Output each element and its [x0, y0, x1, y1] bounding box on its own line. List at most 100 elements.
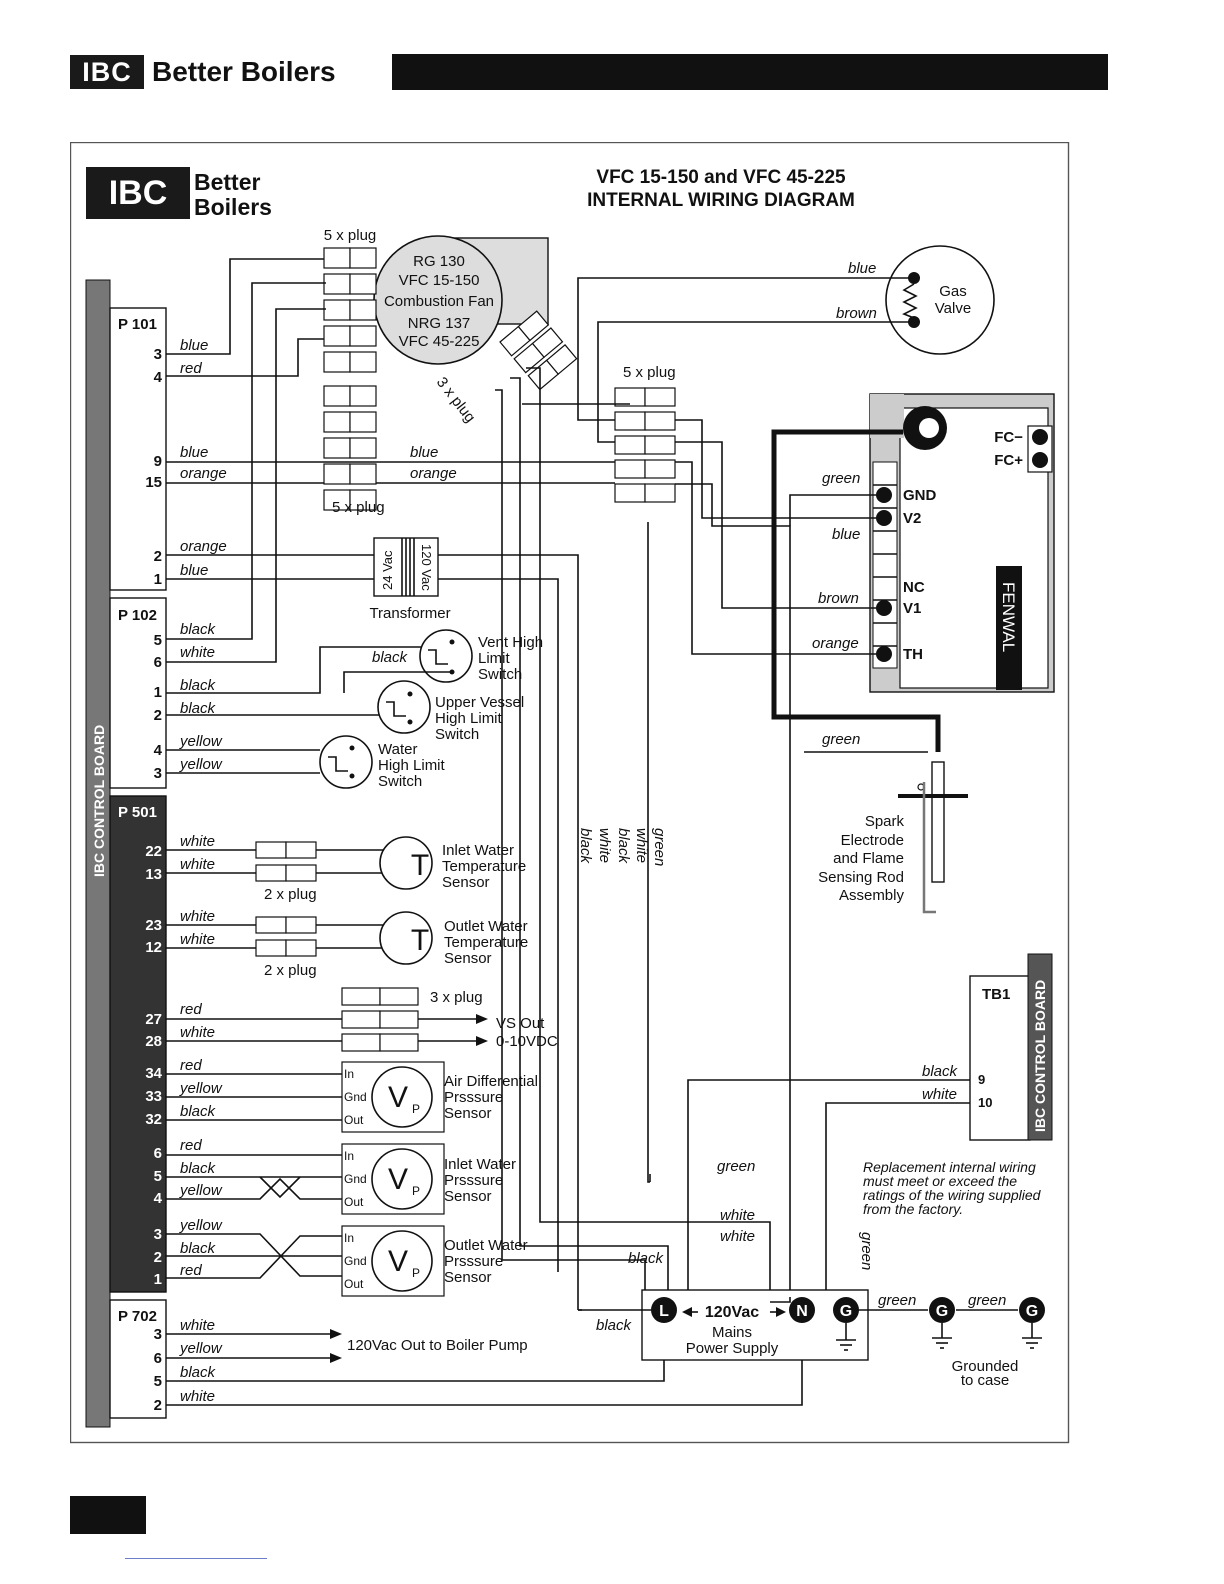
fan-plug-5 [323, 247, 377, 373]
outlet-temp-line: Outlet Water [444, 918, 528, 935]
upper-switch-line: Upper Vessel [435, 694, 524, 711]
tb1-pin10: 10 [978, 1095, 992, 1110]
pin-label: 2 [154, 707, 162, 724]
gas-valve-line2: Valve [935, 300, 971, 317]
tb1-name: TB1 [982, 986, 1010, 1003]
tb1-pin9: 9 [978, 1072, 985, 1087]
inlet-press-line: Prsssure [444, 1172, 503, 1189]
water-switch-line: Water [378, 741, 417, 758]
wire-label: orange [180, 465, 227, 482]
wire-label: white [180, 833, 215, 850]
diagram-logo: IBC Better Boilers [86, 167, 272, 220]
brand-name: Better Boilers [152, 56, 336, 87]
fenwal-fc-minus: FC− [994, 429, 1023, 446]
wire-label: green [968, 1292, 1006, 1309]
ground-g: G [936, 1303, 948, 1320]
wire-label: black [180, 1364, 217, 1381]
diagram-title-line1: VFC 15-150 and VFC 45-225 [596, 167, 846, 188]
fenwal-gnd: GND [903, 487, 937, 504]
spark-line: Spark [865, 813, 905, 830]
pin-label: 23 [145, 917, 162, 934]
transformer-primary: 24 Vac [380, 550, 395, 590]
wire-label: orange [812, 635, 859, 652]
connector-p101: P 101 3 4 9 15 2 1 [109, 307, 167, 591]
page-header: IBC Better Boilers [70, 52, 1110, 92]
wire-label: yellow [179, 1080, 223, 1097]
wire-label: black [615, 828, 632, 865]
vp-pin: Gnd [344, 1090, 367, 1104]
water-high-limit-switch: Water High Limit Switch [319, 735, 446, 790]
vent-switch-line: Vent High [478, 634, 543, 651]
pin-label: 3 [154, 1226, 162, 1243]
connector-p501: P 501 22 13 23 12 27 28 34 33 32 6 5 4 3… [109, 795, 167, 1293]
sensor-symbol: V [388, 1245, 408, 1278]
note-line: ratings of the wiring supplied [863, 1187, 1042, 1203]
wire-label: blue [180, 562, 208, 579]
wire-label: yellow [179, 733, 223, 750]
wire-label: brown [836, 305, 877, 322]
pin-label: 13 [145, 866, 162, 883]
wire-label: white [720, 1207, 755, 1224]
right-plug-5: 5 x plug [614, 364, 676, 503]
wire-label: white [180, 644, 215, 661]
inlet-temp-line: Temperature [442, 858, 526, 875]
fan-plug-label: 5 x plug [324, 227, 377, 244]
inlet-press-line: Inlet Water [444, 1156, 516, 1173]
wire-label: black [180, 1103, 217, 1120]
wire-label: black [596, 1317, 633, 1334]
inlet-temp-plug: 2 x plug [264, 886, 317, 903]
page-number-block [70, 1496, 146, 1534]
wire-label: brown [818, 590, 859, 607]
vp-pin: Out [344, 1113, 364, 1127]
connector-p501-name: P 501 [118, 804, 157, 821]
wire-label: white [922, 1086, 957, 1103]
wire-label: yellow [179, 1217, 223, 1234]
ibc-logo: IBC [70, 55, 144, 89]
outlet-temp-sensor: T 2 x plug Outlet Water Temperature Sens… [166, 908, 528, 979]
wire-label: orange [180, 538, 227, 555]
transformer-secondary: 120 Vac [419, 544, 434, 591]
connector-p702-name: P 702 [118, 1308, 157, 1325]
pin-label: 6 [154, 654, 162, 671]
wire-label: black [180, 700, 217, 717]
pin-label: 5 [154, 1168, 162, 1185]
tb1-board: IBC CONTROL BOARD TB1 9 10 black white [687, 953, 1053, 1302]
footer-rule [125, 1558, 267, 1559]
diagram-logo-abbr: IBC [109, 174, 168, 212]
mains-g: G [840, 1303, 852, 1320]
wire-label: blue [832, 526, 860, 543]
pin-label: 5 [154, 632, 162, 649]
wire-label: black [180, 1240, 217, 1257]
vp-pin: Out [344, 1277, 364, 1291]
pin-label: 6 [154, 1350, 162, 1367]
fenwal-v2: V2 [903, 510, 921, 527]
wire-label: green [822, 470, 860, 487]
air-differential-sensor: V P In Gnd Out Air Differential Prsssure… [166, 1057, 538, 1133]
vs-line2: 0-10VDC [496, 1033, 558, 1050]
inlet-temp-sensor: T 2 x plug Inlet Water Temperature Senso… [166, 833, 526, 903]
note-line: must meet or exceed the [863, 1173, 1017, 1189]
vent-switch-line: Limit [478, 650, 511, 667]
mains-n: N [796, 1303, 808, 1320]
spark-line: Sensing Rod [818, 869, 904, 886]
combustion-fan: RG 130 VFC 15-150 Combustion Fan NRG 137… [324, 227, 549, 365]
pin-label: 33 [145, 1088, 162, 1105]
pin-label: 4 [154, 742, 163, 759]
wire-label: black [628, 1250, 665, 1267]
control-board-label: IBC CONTROL BOARD [91, 725, 107, 877]
grounded-line2: to case [961, 1372, 1009, 1389]
upper-vessel-switch: Upper Vessel High Limit Switch [377, 680, 524, 743]
grounded-line1: Grounded [952, 1358, 1019, 1375]
wire-label: white [180, 1024, 215, 1041]
wire-label: yellow [179, 1182, 223, 1199]
replacement-note: Replacement internal wiring must meet or… [863, 1159, 1042, 1217]
ground-symbols: G G Grounded to case [929, 1297, 1045, 1389]
pump-out-label: 120Vac Out to Boiler Pump [347, 1337, 528, 1354]
header-bar [392, 54, 1108, 90]
pin-label: 1 [154, 571, 162, 588]
water-switch-line: High Limit [378, 757, 446, 774]
wire-label: white [180, 1388, 215, 1405]
air-diff-line: Air Differential [444, 1073, 538, 1090]
diagram-title-line2: INTERNAL WIRING DIAGRAM [587, 190, 855, 211]
spark-line: Assembly [839, 887, 905, 904]
